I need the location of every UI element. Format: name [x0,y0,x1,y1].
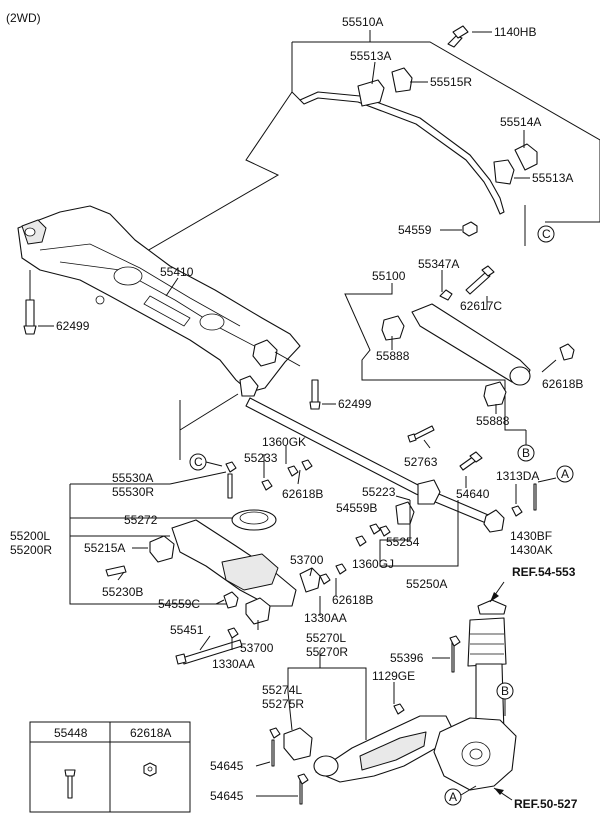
trailing-link-55250A [179,393,574,567]
label-53700-a: 53700 [290,553,324,567]
part-number-labels: 55510A 1140HB 55513A 55515R 55514A 55513… [10,15,583,803]
label-1313DA: 1313DA [496,469,539,483]
variant-label: (2WD) [6,11,41,25]
label-1330AA-a: 1330AA [304,611,347,625]
label-55451: 55451 [170,623,204,637]
label-1360GJ: 1360GJ [352,557,394,571]
label-53700-b: 53700 [240,641,274,655]
label-55888-a: 55888 [376,349,410,363]
lower-arm-55200 [69,446,347,665]
label-62618B-right: 62618B [542,377,583,391]
label-55200R: 55200R [10,543,52,557]
label-55230B: 55230B [102,585,143,599]
label-62499-mid: 62499 [338,397,372,411]
label-55270R: 55270R [306,645,348,659]
label-55274L: 55274L [262,683,302,697]
knuckle-strut-assembly [255,581,517,806]
label-55215A: 55215A [84,541,125,555]
label-54559B: 54559B [336,501,377,515]
label-55200L: 55200L [10,529,50,543]
callout-c-top: C [542,227,551,241]
label-55396: 55396 [390,651,424,665]
label-55272: 55272 [124,513,158,527]
callout-a-top: A [561,467,569,481]
label-62499-left: 62499 [56,319,90,333]
label-55270L: 55270L [306,631,346,645]
label-55510A: 55510A [342,15,383,29]
label-54640: 54640 [456,487,490,501]
ref-label-bottom: REF.50-527 [514,797,578,811]
label-55515R: 55515R [430,75,472,89]
callout-b-low: B [501,684,509,698]
label-55233: 55233 [244,451,278,465]
label-55100: 55100 [372,269,406,283]
label-55275R: 55275R [262,697,304,711]
callout-b-top: B [522,446,530,460]
label-1360GK: 1360GK [262,435,306,449]
label-52763: 52763 [404,455,438,469]
label-1430BF: 1430BF [510,529,552,543]
label-55347A: 55347A [418,257,459,271]
callout-c-mid: C [194,455,203,469]
label-54559C: 54559C [158,597,200,611]
label-55410: 55410 [160,265,194,279]
label-55513A-top: 55513A [350,49,391,63]
label-55254: 55254 [386,535,420,549]
label-55514A: 55514A [500,115,541,129]
nut-icon [143,762,157,777]
callout-a-low: A [449,790,457,804]
label-1129GE: 1129GE [372,669,415,683]
label-1330AA-b: 1330AA [212,657,255,671]
label-1140HB: 1140HB [494,25,536,39]
label-55530R: 55530R [112,485,154,499]
legend-header-55448: 55448 [54,726,88,740]
label-54559-top: 54559 [398,223,432,237]
label-62618B-low: 62618B [332,593,373,607]
label-55513A-right: 55513A [532,171,573,185]
bolt-icon [64,769,76,799]
label-62617C: 62617C [460,299,502,313]
label-55888-b: 55888 [476,414,510,428]
label-55223: 55223 [362,485,396,499]
label-55250A: 55250A [406,577,447,591]
upper-arm-55100 [344,265,575,462]
label-1430AK: 1430AK [510,543,553,557]
label-55530A: 55530A [112,471,153,485]
legend-header-62618A: 62618A [130,726,171,740]
label-54645-b: 54645 [210,789,244,803]
ref-label-top: REF.54-553 [512,565,576,579]
label-54645-a: 54645 [210,759,244,773]
label-62618B-mid: 62618B [282,487,323,501]
reference-labels: REF.54-553 REF.50-527 [512,565,578,811]
callout-letters: C C B B A A [194,227,569,804]
stabilizer-bar-group [139,25,600,256]
crossmember-55410 [17,205,336,410]
legend-table: 55448 62618A [29,721,191,813]
